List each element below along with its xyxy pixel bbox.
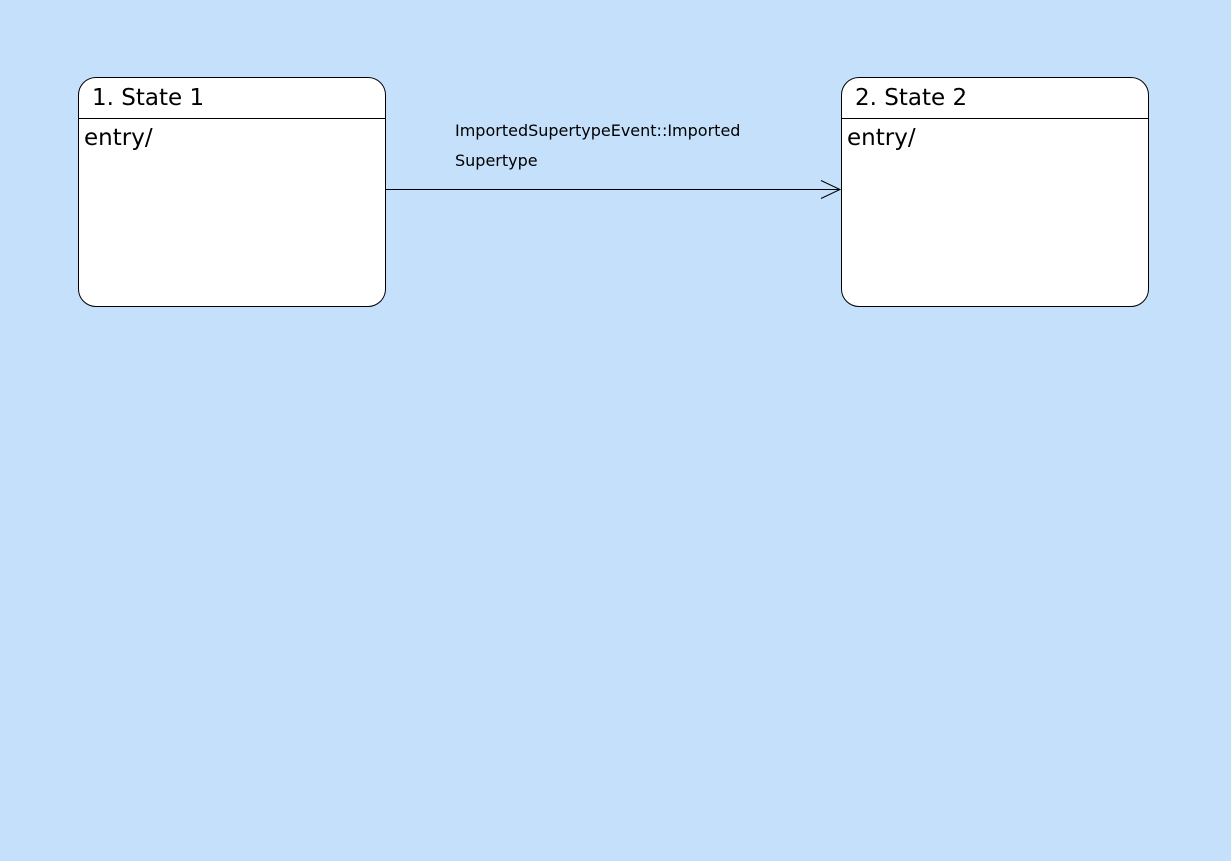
state-title: 1. State 1 [79, 78, 385, 119]
state-box-1[interactable]: 1. State 1 entry/ [78, 77, 386, 307]
state-entry-activity: entry/ [84, 125, 153, 151]
state-entry-activity: entry/ [847, 125, 916, 151]
transition-label-line-2: Supertype [455, 151, 538, 170]
transition-label[interactable]: ImportedSupertypeEvent::Imported Superty… [455, 116, 740, 176]
state-title: 2. State 2 [842, 78, 1148, 119]
transition-label-line-1: ImportedSupertypeEvent::Imported [455, 121, 741, 140]
state-box-2[interactable]: 2. State 2 entry/ [841, 77, 1149, 307]
transition-arrowhead [820, 180, 842, 199]
